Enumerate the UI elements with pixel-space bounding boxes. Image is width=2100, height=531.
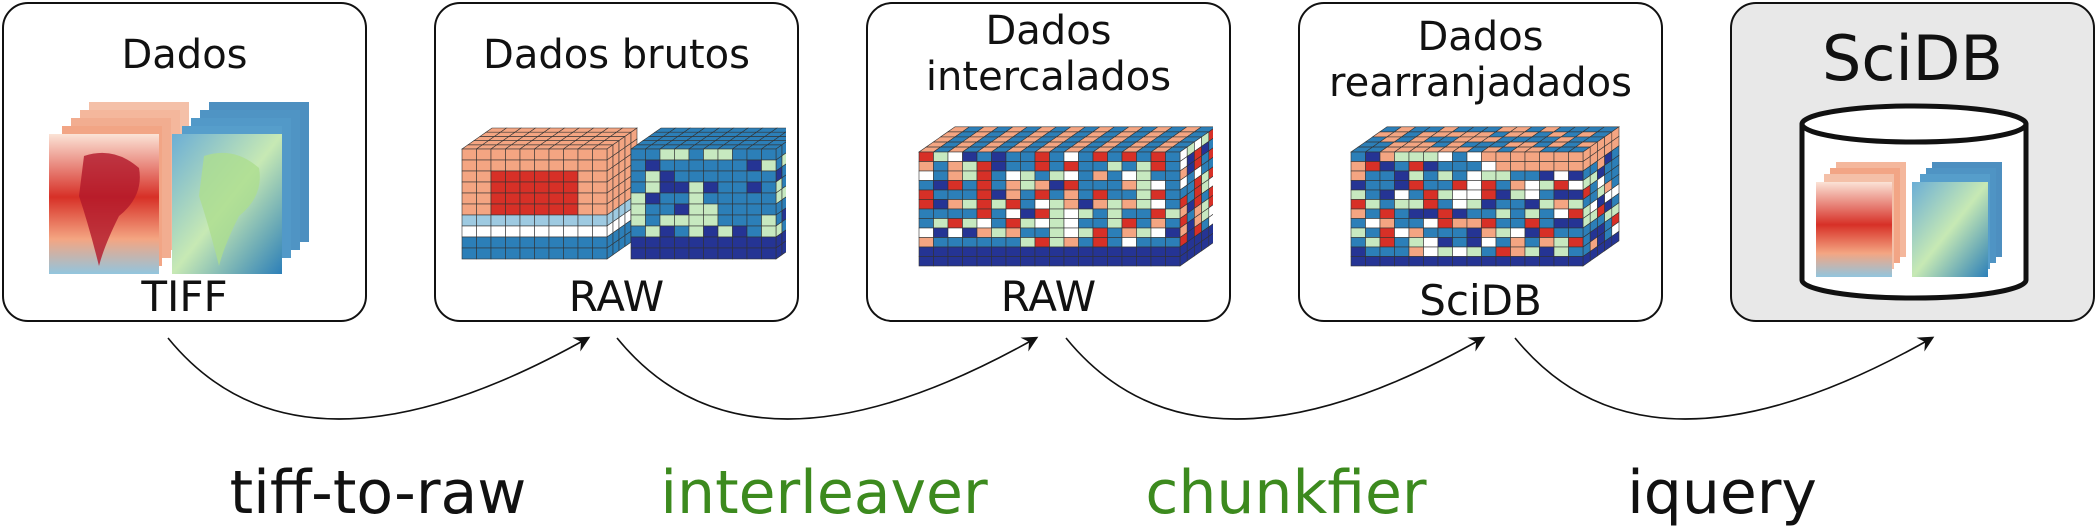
stage-box-raw: Dados brutos RAW [434,2,799,322]
stage-format: RAW [1000,272,1097,321]
tiff-stack-icon [49,102,309,274]
arrow-2 [616,336,1039,420]
stage-format: SciDB [1419,276,1542,325]
stage-title: SciDB [1822,22,2003,95]
database-cylinder-icon [1799,103,2029,301]
stage-title: Dados intercalados [925,8,1172,100]
blue-map-stack [172,102,309,274]
step-label-tiff-to-raw: tiff-to-raw [229,458,527,528]
raw-cube-icon [461,127,786,260]
step-label-interleaver: interleaver [660,458,988,528]
interleaved-cells [918,126,1213,267]
db-blue-maps [1912,162,2002,277]
step-label-iquery: iquery [1627,458,1817,528]
stage-box-tiff: Dados TIFF [2,2,367,322]
blue-variable-cube [630,127,786,260]
stage-box-interleaved: Dados intercalados RAW [866,2,1231,322]
stage-format: TIFF [141,272,228,321]
stage-box-scidb: SciDB [1730,2,2095,322]
stage-title: Dados rearranjadados [1329,14,1632,106]
stage-box-rearranged: Dados rearranjadados SciDB [1298,2,1663,325]
arrow-3 [1065,336,1486,420]
stage-title: Dados brutos [483,32,750,78]
chunked-cells [1350,126,1620,267]
chunked-cube-icon [1350,126,1620,267]
arrow-4 [1514,336,1935,420]
stage-title: Dados [121,32,248,78]
db-red-maps [1816,162,1906,277]
step-label-chunkfier: chunkfier [1145,458,1427,528]
interleaved-cube-icon [918,126,1213,267]
arrow-1 [167,336,591,420]
stage-format: RAW [568,272,665,321]
